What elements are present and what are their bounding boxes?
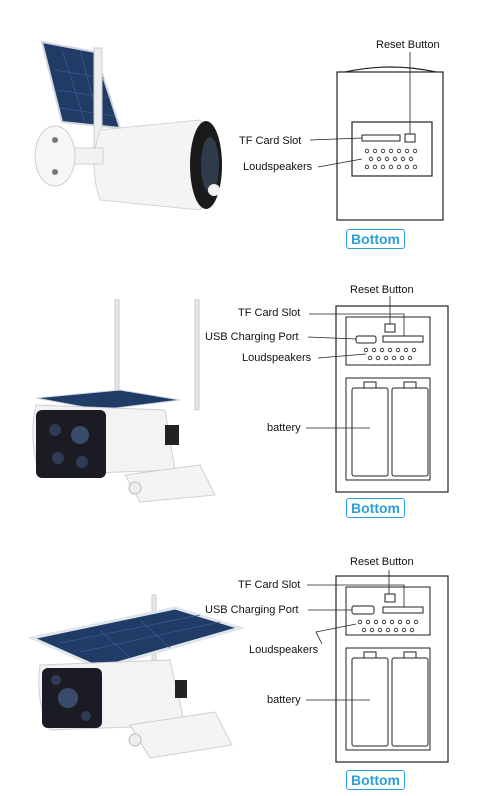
- battery-label: battery: [267, 694, 301, 706]
- panel-2-camera-illustration: [32, 299, 216, 503]
- panel-1-drawing: [34, 40, 444, 221]
- reset-button-label: Reset Button: [350, 284, 414, 296]
- panel-3-bottom-view: [306, 570, 449, 763]
- loudspeakers-label: Loudspeakers: [242, 352, 312, 364]
- panel-1-speaker-holes: [364, 148, 418, 170]
- reset-button-label: Reset Button: [376, 39, 440, 51]
- panel-1-camera-illustration: [34, 40, 222, 211]
- tf-card-slot-label: TF Card Slot: [238, 307, 301, 319]
- loudspeakers-label: Loudspeakers: [243, 161, 313, 173]
- bottom-view-tag: Bottom: [346, 770, 405, 790]
- usb-charging-port-label: USB Charging Port: [205, 604, 299, 616]
- loudspeakers-label: Loudspeakers: [249, 644, 319, 656]
- panel-3: Reset Button TF Card Slot USB Charging P…: [0, 540, 480, 796]
- panel-3-drawing: [27, 570, 449, 763]
- tf-card-slot-label: TF Card Slot: [239, 135, 302, 147]
- bottom-view-tag: Bottom: [346, 229, 405, 249]
- usb-charging-port-label: USB Charging Port: [205, 331, 299, 343]
- bottom-view-tag: Bottom: [346, 498, 405, 518]
- reset-button-label: Reset Button: [350, 556, 414, 568]
- panel-2-drawing: [32, 296, 449, 503]
- panel-2-bottom-view: [306, 296, 449, 493]
- tf-card-slot-label: TF Card Slot: [238, 579, 301, 591]
- panel-3-camera-illustration: [27, 594, 246, 759]
- battery-label: battery: [267, 422, 301, 434]
- panel-2-speaker-holes: [363, 347, 417, 361]
- panel-3-speaker-holes: [357, 619, 419, 633]
- panel-2: Reset Button TF Card Slot USB Charging P…: [0, 270, 480, 530]
- panel-1-bottom-view: [309, 52, 444, 221]
- panel-1: Reset Button TF Card Slot Loudspeakers B…: [0, 0, 480, 260]
